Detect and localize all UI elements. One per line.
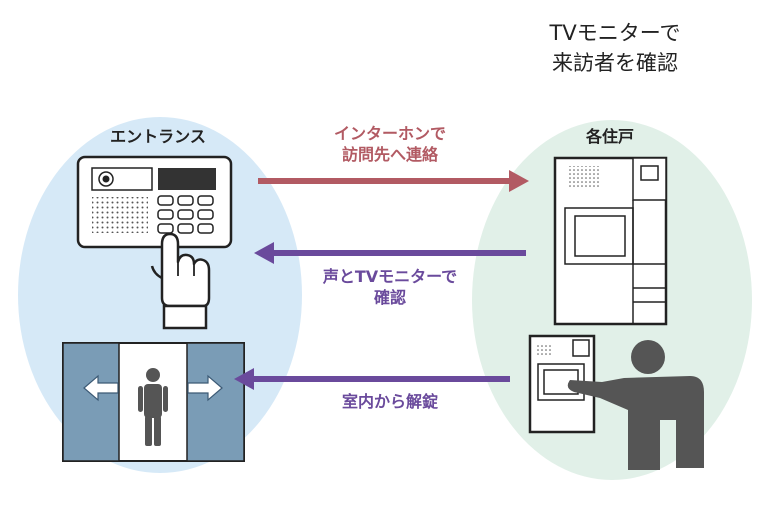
- flow-label-call-line-1: インターホンで: [333, 124, 446, 143]
- arrow-left-icon: [83, 374, 119, 402]
- room-monitor-icon: [553, 156, 668, 326]
- intercom-panel-icon: [76, 155, 233, 249]
- title-line-2: 来訪者を確認: [552, 51, 678, 76]
- flow-label-confirm-line-1: 声とTVモニターで: [322, 267, 458, 286]
- flow-label-unlock: 室内から解錠: [280, 392, 500, 413]
- flow-arrow-call: [258, 170, 529, 192]
- title-line-1: TVモニターで: [549, 21, 681, 45]
- entrance-label: エントランス: [110, 127, 206, 146]
- handset-monitor-icon: [528, 334, 596, 434]
- flow-label-confirm: 声とTVモニターで 確認: [280, 267, 500, 309]
- resident-silhouette-icon: [567, 340, 704, 470]
- page-title: TVモニターで 来訪者を確認: [500, 18, 730, 79]
- person-icon: [138, 368, 168, 446]
- flow-label-unlock-line-1: 室内から解錠: [341, 392, 438, 411]
- residence-label: 各住戸: [585, 127, 634, 146]
- arrow-right-icon: [187, 374, 223, 402]
- pointing-hand-icon: [150, 232, 211, 330]
- flow-arrow-unlock: [234, 368, 510, 390]
- flow-arrow-confirm: [254, 242, 526, 264]
- flow-label-call-line-2: 訪問先へ連絡: [341, 144, 438, 164]
- flow-label-call: インターホンで 訪問先へ連絡: [280, 124, 500, 166]
- flow-label-confirm-line-2: 確認: [373, 287, 406, 307]
